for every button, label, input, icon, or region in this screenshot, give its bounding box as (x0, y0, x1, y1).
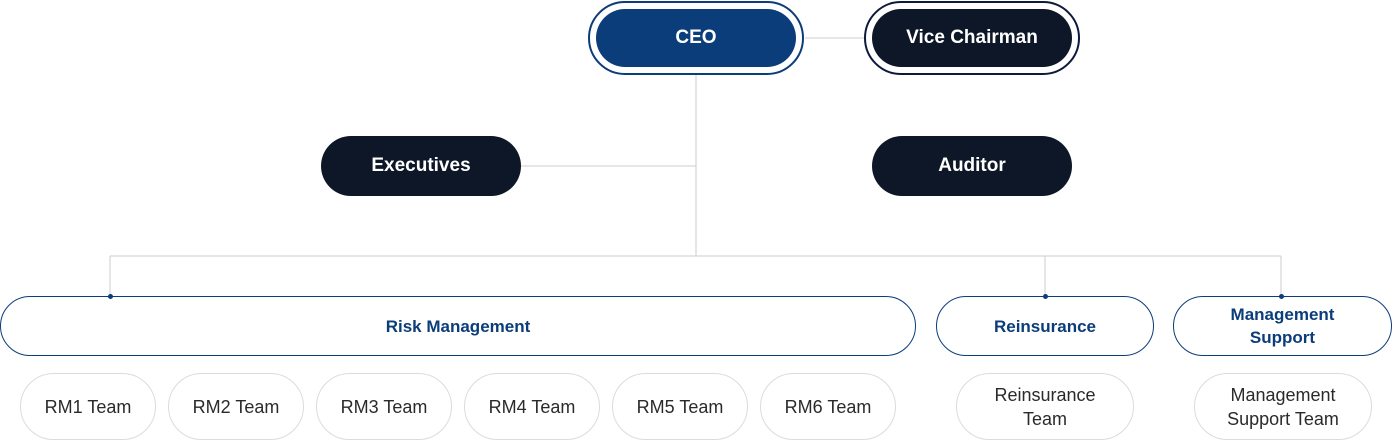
management-support-label: Management Support (1231, 303, 1335, 349)
vice-chairman-node[interactable]: Vice Chairman (872, 9, 1072, 67)
risk-management-label: Risk Management (385, 316, 531, 336)
auditor-node[interactable]: Auditor (872, 136, 1072, 196)
team-rm1-label: RM1 Team (44, 396, 132, 417)
management-support-node[interactable]: Management Support (1173, 296, 1392, 356)
team-reinsurance-label: Reinsurance Team (994, 383, 1095, 431)
risk-connector-dot (108, 294, 113, 299)
team-rm1[interactable]: RM1 Team (20, 373, 156, 440)
ceo-label: CEO (675, 27, 717, 48)
risk-management-node[interactable]: Risk Management (0, 296, 916, 356)
team-rm2[interactable]: RM2 Team (168, 373, 304, 440)
reinsurance-connector-dot (1043, 294, 1048, 299)
reinsurance-label: Reinsurance (993, 316, 1097, 336)
reinsurance-node[interactable]: Reinsurance (936, 296, 1154, 356)
team-rm3-label: RM3 Team (340, 396, 428, 417)
management-support-label-line2: Support (1249, 328, 1316, 347)
team-rm3[interactable]: RM3 Team (316, 373, 452, 440)
team-management-support-label: Management Support Team (1227, 383, 1339, 431)
team-rm4[interactable]: RM4 Team (464, 373, 600, 440)
vice-chairman-label: Vice Chairman (906, 27, 1038, 48)
team-rm6-label: RM6 Team (784, 396, 872, 417)
team-reinsurance-label-line2: Team (1022, 408, 1067, 429)
team-rm5[interactable]: RM5 Team (612, 373, 748, 440)
auditor-label: Auditor (938, 155, 1006, 176)
management-support-label-line1: Management (1230, 305, 1335, 324)
ceo-node[interactable]: CEO (596, 9, 796, 67)
team-reinsurance[interactable]: Reinsurance Team (956, 373, 1134, 440)
team-management-support-label-line2: Support Team (1227, 408, 1339, 429)
executives-node[interactable]: Executives (321, 136, 521, 196)
team-management-support[interactable]: Management Support Team (1194, 373, 1372, 440)
executives-label: Executives (371, 155, 471, 176)
team-rm4-label: RM4 Team (488, 396, 576, 417)
team-rm5-label: RM5 Team (636, 396, 724, 417)
team-rm6[interactable]: RM6 Team (760, 373, 896, 440)
management-support-connector-dot (1279, 294, 1284, 299)
team-management-support-label-line1: Management (1230, 384, 1336, 405)
team-rm2-label: RM2 Team (192, 396, 280, 417)
team-reinsurance-label-line1: Reinsurance (994, 384, 1096, 405)
